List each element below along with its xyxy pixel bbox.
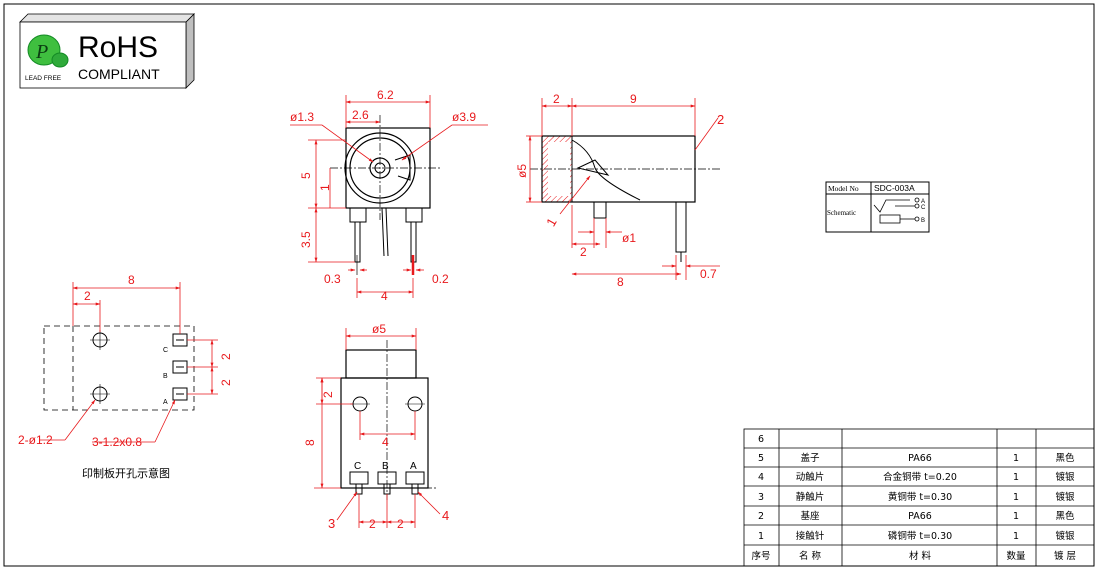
side-dim-pin-thick: 0.7 xyxy=(700,267,717,281)
front-dim-pin-right: 0.2 xyxy=(432,272,449,286)
bottom-dim-hole-pitch: 4 xyxy=(382,435,389,449)
bom-cell-material: PA66 xyxy=(908,453,932,464)
bom-cell-no: 3 xyxy=(758,492,764,503)
front-dim-center: 2.6 xyxy=(352,108,369,122)
table-header-row: 序号 名 称 材 料 数量 镀 层 xyxy=(751,550,1076,562)
pcb-callout-holes: 2-ø1.2 xyxy=(18,433,53,447)
side-view: 2 9 ø5 2 1 ø1 2 8 0.7 xyxy=(515,92,724,289)
bottom-callout-4: 4 xyxy=(442,508,449,523)
table-row: 6 xyxy=(758,434,764,445)
bottom-callout-3: 3 xyxy=(328,516,335,531)
table-row: 3 静触片 黄铜带 t=0.30 1 镀银 xyxy=(758,491,1075,503)
bom-cell-no: 1 xyxy=(758,531,764,542)
bom-header-no: 序号 xyxy=(751,550,770,562)
bom-cell-name: 盖子 xyxy=(800,452,820,464)
pcb-pin-c: C xyxy=(163,347,168,354)
schematic-box: Model No SDC-003A Schematic A C B xyxy=(825,181,930,233)
pcb-dim-offset: 2 xyxy=(84,289,91,303)
bom-header-qty: 数量 xyxy=(1006,550,1026,562)
bom-cell-material: 合金铜带 t=0.20 xyxy=(883,471,957,483)
bom-cell-qty: 1 xyxy=(1013,492,1019,503)
front-dim-offset: 1 xyxy=(318,184,332,191)
bottom-dim-pin-2: 2 xyxy=(397,517,404,531)
schematic-model-value: SDC-003A xyxy=(874,183,915,193)
bom-cell-qty: 1 xyxy=(1013,511,1019,522)
front-dim-pin-left: 0.3 xyxy=(324,272,341,286)
side-dim-pin-pos: 2 xyxy=(580,245,587,259)
front-dim-pin-pitch: 4 xyxy=(381,289,388,303)
table-row: 4 动触片 合金铜带 t=0.20 1 镀银 xyxy=(758,471,1075,483)
lead-free-leaf-icon: P xyxy=(27,34,69,68)
table-row: 5 盖子 PA66 1 黑色 xyxy=(758,452,1075,464)
side-dim-front: 2 xyxy=(553,92,560,106)
bom-table xyxy=(743,428,1095,567)
pcb-layout-view: C B A 8 2 2 2 2-ø1.2 3-1.2x0.8 印制板开孔示意图 xyxy=(18,273,233,480)
pcb-dim-width: 8 xyxy=(128,273,135,287)
lead-free-label: LEAD FREE xyxy=(25,75,62,82)
front-dim-bore: ø3.9 xyxy=(452,110,476,124)
bom-cell-finish: 黑色 xyxy=(1055,452,1075,464)
bom-cell-no: 2 xyxy=(758,511,764,522)
bottom-dim-dia: ø5 xyxy=(372,322,386,336)
side-dim-body: 9 xyxy=(630,92,637,106)
bom-cell-no: 5 xyxy=(758,453,764,464)
rohs-subtitle: COMPLIANT xyxy=(78,66,160,82)
rohs-title: RoHS xyxy=(78,31,158,64)
front-dim-pin-len: 3.5 xyxy=(299,231,313,248)
bom-cell-material: 黄铜带 t=0.30 xyxy=(888,491,952,503)
bom-cell-finish: 镀银 xyxy=(1055,491,1075,503)
jack-schematic-symbol xyxy=(873,197,920,224)
pcb-pin-b: B xyxy=(163,373,168,380)
pcb-pin-a: A xyxy=(163,399,168,406)
front-dim-hole: ø1.3 xyxy=(290,110,314,124)
side-callout-1: 1 xyxy=(543,215,560,229)
front-dim-height: 5 xyxy=(299,172,313,179)
bom-cell-name: 接触针 xyxy=(796,530,825,542)
bom-header-finish: 镀 层 xyxy=(1054,550,1076,562)
bom-cell-qty: 1 xyxy=(1013,453,1019,464)
bom-rows: 6 5 盖子 PA66 1 黑色 4 动触片 合金铜带 t=0.20 1 镀银 … xyxy=(751,434,1076,562)
bottom-dim-height: 8 xyxy=(303,439,317,446)
rohs-badge: P LEAD FREE RoHS COMPLIANT xyxy=(19,13,195,89)
bom-cell-material: PA66 xyxy=(908,511,932,522)
bom-cell-no: 4 xyxy=(758,472,764,483)
bom-cell-name: 动触片 xyxy=(796,471,825,483)
side-dim-total: 8 xyxy=(617,275,624,289)
schematic-pin-c: C xyxy=(921,205,926,211)
bom-cell-finish: 黑色 xyxy=(1055,510,1075,522)
pcb-dim-pitch-2: 2 xyxy=(219,379,233,386)
bom-cell-material: 磷铜带 t=0.30 xyxy=(888,530,952,542)
table-row: 1 接触针 磷铜带 t=0.30 1 镀银 xyxy=(758,530,1075,542)
bottom-view: C B A ø5 2 4 8 2 2 3 4 xyxy=(303,322,449,531)
bom-cell-qty: 1 xyxy=(1013,472,1019,483)
bom-cell-no: 6 xyxy=(758,434,764,445)
side-dim-pin-dia: ø1 xyxy=(622,231,636,245)
bom-cell-finish: 镀银 xyxy=(1055,471,1075,483)
schematic-pin-b: B xyxy=(921,218,925,224)
schematic-model-label: Model No xyxy=(828,184,859,193)
bom-cell-name: 静触片 xyxy=(796,491,825,503)
front-dim-width: 6.2 xyxy=(377,88,394,102)
bottom-pin-b: B xyxy=(382,461,389,472)
schematic-label: Schematic xyxy=(827,209,856,217)
side-callout-2: 2 xyxy=(717,112,724,127)
bottom-pin-a: A xyxy=(410,461,417,472)
bom-cell-finish: 镀银 xyxy=(1055,530,1075,542)
bom-cell-qty: 1 xyxy=(1013,531,1019,542)
front-view: 6.2 2.6 ø1.3 ø3.9 5 1 3.5 0.3 0.2 4 xyxy=(290,88,488,303)
pcb-dim-pitch-1: 2 xyxy=(219,353,233,360)
schematic-pin-a: A xyxy=(921,199,925,205)
pcb-callout-slots: 3-1.2x0.8 xyxy=(92,435,142,449)
pcb-caption: 印制板开孔示意图 xyxy=(82,466,170,480)
bottom-pin-c: C xyxy=(354,461,361,472)
side-dim-dia: ø5 xyxy=(515,164,529,178)
bom-header-name: 名 称 xyxy=(799,550,822,562)
table-row: 2 基座 PA66 1 黑色 xyxy=(758,510,1075,522)
bom-header-material: 材 料 xyxy=(909,550,932,562)
bottom-dim-pin-1: 2 xyxy=(369,517,376,531)
leaf-letter: P xyxy=(35,41,48,63)
bottom-dim-top: 2 xyxy=(321,391,335,398)
bom-cell-name: 基座 xyxy=(800,510,820,522)
